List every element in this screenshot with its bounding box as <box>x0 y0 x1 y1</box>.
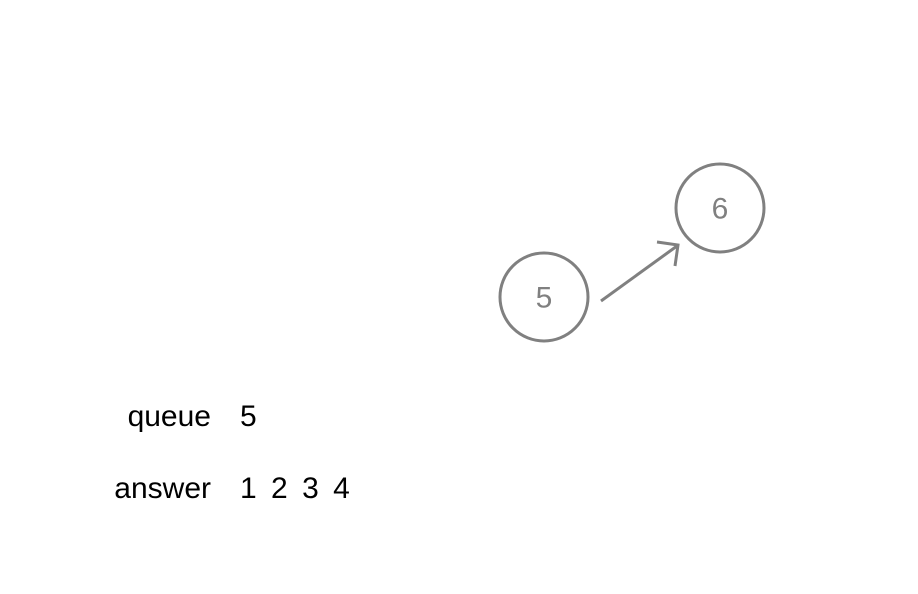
state-row-queue: queue 5 <box>0 396 420 468</box>
node-label: 6 <box>712 193 729 226</box>
edge-line <box>600 244 678 303</box>
answer-value: 4 <box>333 472 350 505</box>
answer-value: 2 <box>271 472 288 505</box>
node-label: 5 <box>536 282 553 315</box>
state-table: queue 5 answer 1 2 3 4 <box>0 396 420 540</box>
graph-node-6[interactable]: 6 <box>674 162 766 254</box>
answer-value: 1 <box>240 472 257 505</box>
answer-label: answer <box>114 472 211 505</box>
queue-label: queue <box>127 400 211 433</box>
arrowhead-icon <box>656 240 680 267</box>
answer-values: 1 2 3 4 <box>240 468 350 510</box>
queue-values: 5 <box>240 396 257 438</box>
graph-edge-5-to-6 <box>600 240 680 303</box>
answer-value: 3 <box>302 472 319 505</box>
state-row-answer: answer 1 2 3 4 <box>0 468 420 540</box>
queue-value: 5 <box>240 400 257 433</box>
graph-node-5[interactable]: 5 <box>498 251 590 343</box>
node-circle <box>674 162 766 254</box>
node-circle <box>498 251 590 343</box>
